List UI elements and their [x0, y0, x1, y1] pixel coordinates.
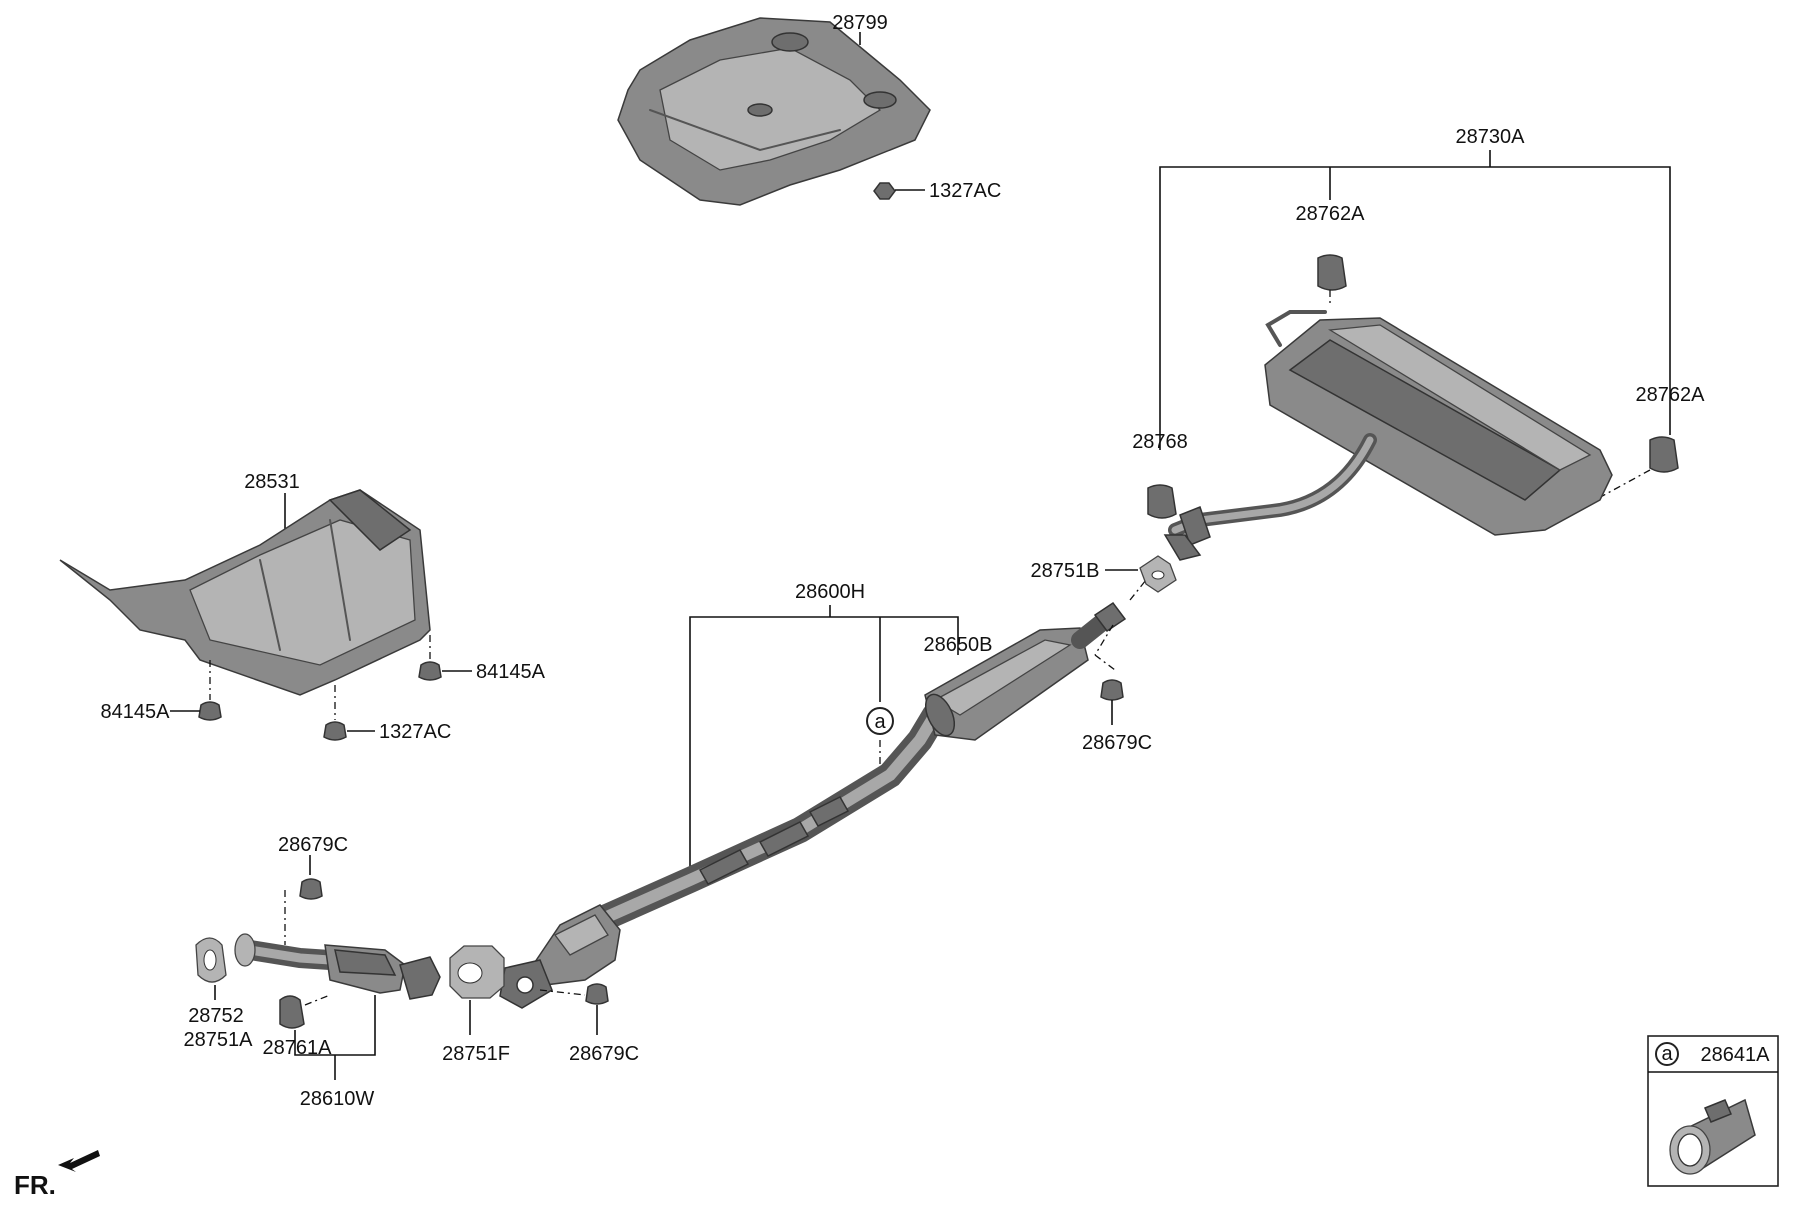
inset-box-28641a[interactable]: a 28641A: [1647, 1035, 1779, 1187]
clamp-28641a: [1669, 1098, 1756, 1175]
hanger-28762a-upper[interactable]: [1317, 254, 1347, 291]
clip-28679c-bottom[interactable]: [585, 983, 609, 1005]
front-direction-indicator: FR.: [14, 1150, 100, 1200]
label-28768: 28768: [1132, 431, 1188, 453]
label-28799: 28799: [832, 12, 888, 34]
label-28761a: 28761A: [263, 1037, 333, 1059]
label-28752: 28752: [188, 1005, 244, 1027]
label-28679c-right: 28679C: [1082, 732, 1152, 754]
catalytic-converter[interactable]: [499, 904, 621, 1009]
label-28751b: 28751B: [1031, 560, 1100, 582]
label-1327ac-mid: 1327AC: [379, 721, 451, 743]
nut-1327ac-top[interactable]: [873, 182, 896, 200]
inset-callout-ring: [1655, 1042, 1679, 1066]
label-28610w: 28610W: [300, 1088, 375, 1110]
inset-part-number: 28641A: [1701, 1044, 1771, 1066]
front-arrow-icon: [58, 1150, 100, 1172]
rear-muffler-28730a[interactable]: [1163, 310, 1613, 561]
label-28730a: 28730A: [1456, 126, 1526, 148]
gasket-28751f[interactable]: [449, 945, 505, 999]
label-28751f: 28751F: [442, 1043, 510, 1065]
label-28762a-right: 28762A: [1636, 384, 1706, 406]
label-28751a: 28751A: [184, 1029, 254, 1051]
callout-a: a: [874, 711, 886, 733]
center-muffler-28650b[interactable]: [920, 601, 1127, 741]
clip-28679c-right[interactable]: [1100, 679, 1124, 701]
hanger-28762a-right[interactable]: [1649, 436, 1679, 473]
label-28762a-upper: 28762A: [1296, 203, 1366, 225]
label-28531: 28531: [244, 471, 300, 493]
clip-84145a-left[interactable]: [198, 701, 222, 721]
inset-callout-a: a: [1661, 1043, 1673, 1065]
clip-84145a-right[interactable]: [418, 661, 442, 681]
label-84145a-right: 84145A: [476, 661, 546, 683]
label-28679c-bottom: 28679C: [569, 1043, 639, 1065]
hanger-28768[interactable]: [1147, 484, 1177, 519]
center-pipe-28600h[interactable]: [587, 702, 948, 933]
fr-label: FR.: [14, 1170, 56, 1200]
gasket-28752[interactable]: [195, 937, 227, 983]
label-28600h: 28600H: [795, 581, 865, 603]
gasket-28751b[interactable]: [1139, 555, 1177, 593]
heat-shield-28531[interactable]: [59, 489, 431, 696]
label-84145a-left: 84145A: [101, 701, 171, 723]
nut-1327ac-mid[interactable]: [323, 721, 347, 741]
hanger-28761a[interactable]: [279, 995, 305, 1029]
label-28679c-left: 28679C: [278, 834, 348, 856]
label-28650b: 28650B: [924, 634, 993, 656]
clip-28679c-left[interactable]: [299, 878, 323, 900]
heat-shield-28799[interactable]: [617, 17, 931, 206]
callout-a-ring: [866, 707, 894, 735]
front-pipe-28610w[interactable]: [234, 933, 441, 1000]
label-1327ac-top: 1327AC: [929, 180, 1001, 202]
